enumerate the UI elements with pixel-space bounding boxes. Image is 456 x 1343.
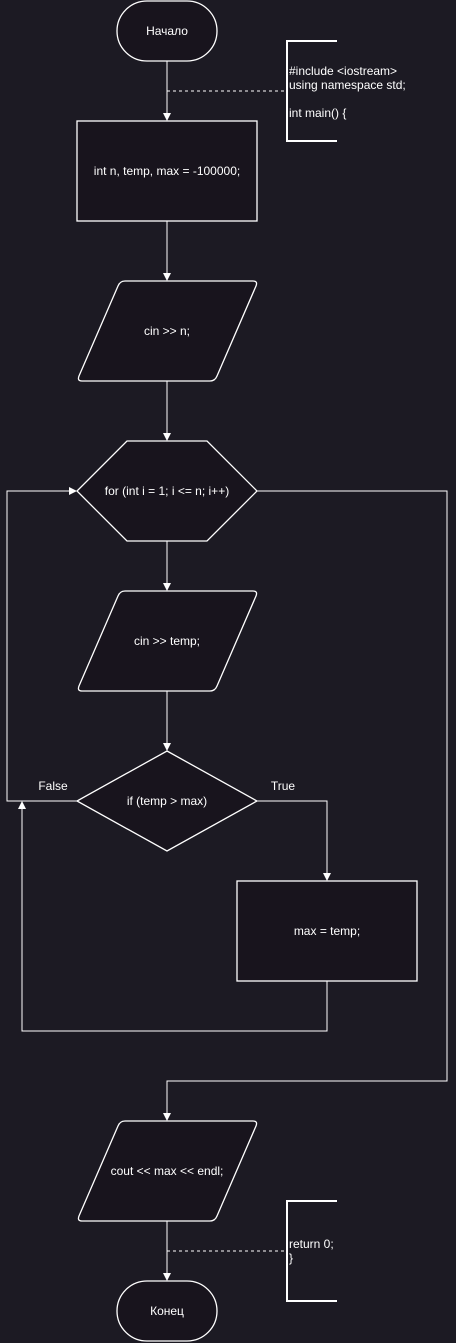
edge-loop-exit-output <box>163 490 448 1121</box>
condition-label: if (temp > max) <box>127 794 207 808</box>
connectors <box>6 61 448 1281</box>
condition-diamond <box>75 750 259 852</box>
annotation-top-line-4: int main() { <box>289 106 346 120</box>
declare-process <box>76 120 258 222</box>
annotation-bottom-line-1: return 0; <box>289 1237 334 1251</box>
start-label: Начало <box>146 24 188 38</box>
input-temp-io <box>77 590 258 692</box>
false-branch-label: False <box>38 779 68 793</box>
annotation-bracket-bottom <box>286 1200 337 1302</box>
output-io <box>77 1120 258 1222</box>
assign-label: max = temp; <box>294 924 360 938</box>
annotation-bracket-top <box>286 40 337 142</box>
loop-hexagon <box>76 440 258 542</box>
input-n-io <box>77 280 258 382</box>
edge-condition-true-assign <box>257 800 331 881</box>
annotation-top-line-1: #include <iostream> <box>289 64 397 78</box>
true-branch-label: True <box>271 779 296 793</box>
annotation-bottom-text: return 0; } <box>289 1237 337 1265</box>
loop-label: for (int i = 1; i <= n; i++) <box>105 484 229 498</box>
assign-process <box>236 880 418 982</box>
annotation-top-line-2: using namespace std; <box>289 78 406 92</box>
declare-label: int n, temp, max = -100000; <box>94 164 240 178</box>
edge-assign-loop-back <box>18 801 328 1032</box>
edge-condition-false-loop-back <box>6 487 77 802</box>
input-n-label: cin >> n; <box>144 324 190 338</box>
annotation-top-text: #include <iostream> using namespace std;… <box>289 64 409 120</box>
output-label: cout << max << endl; <box>111 1164 224 1178</box>
end-terminal <box>116 1280 218 1342</box>
end-label: Конец <box>150 1304 184 1318</box>
start-terminal <box>116 0 218 62</box>
annotation-bottom-line-2: } <box>289 1251 293 1265</box>
input-temp-label: cin >> temp; <box>134 634 200 648</box>
